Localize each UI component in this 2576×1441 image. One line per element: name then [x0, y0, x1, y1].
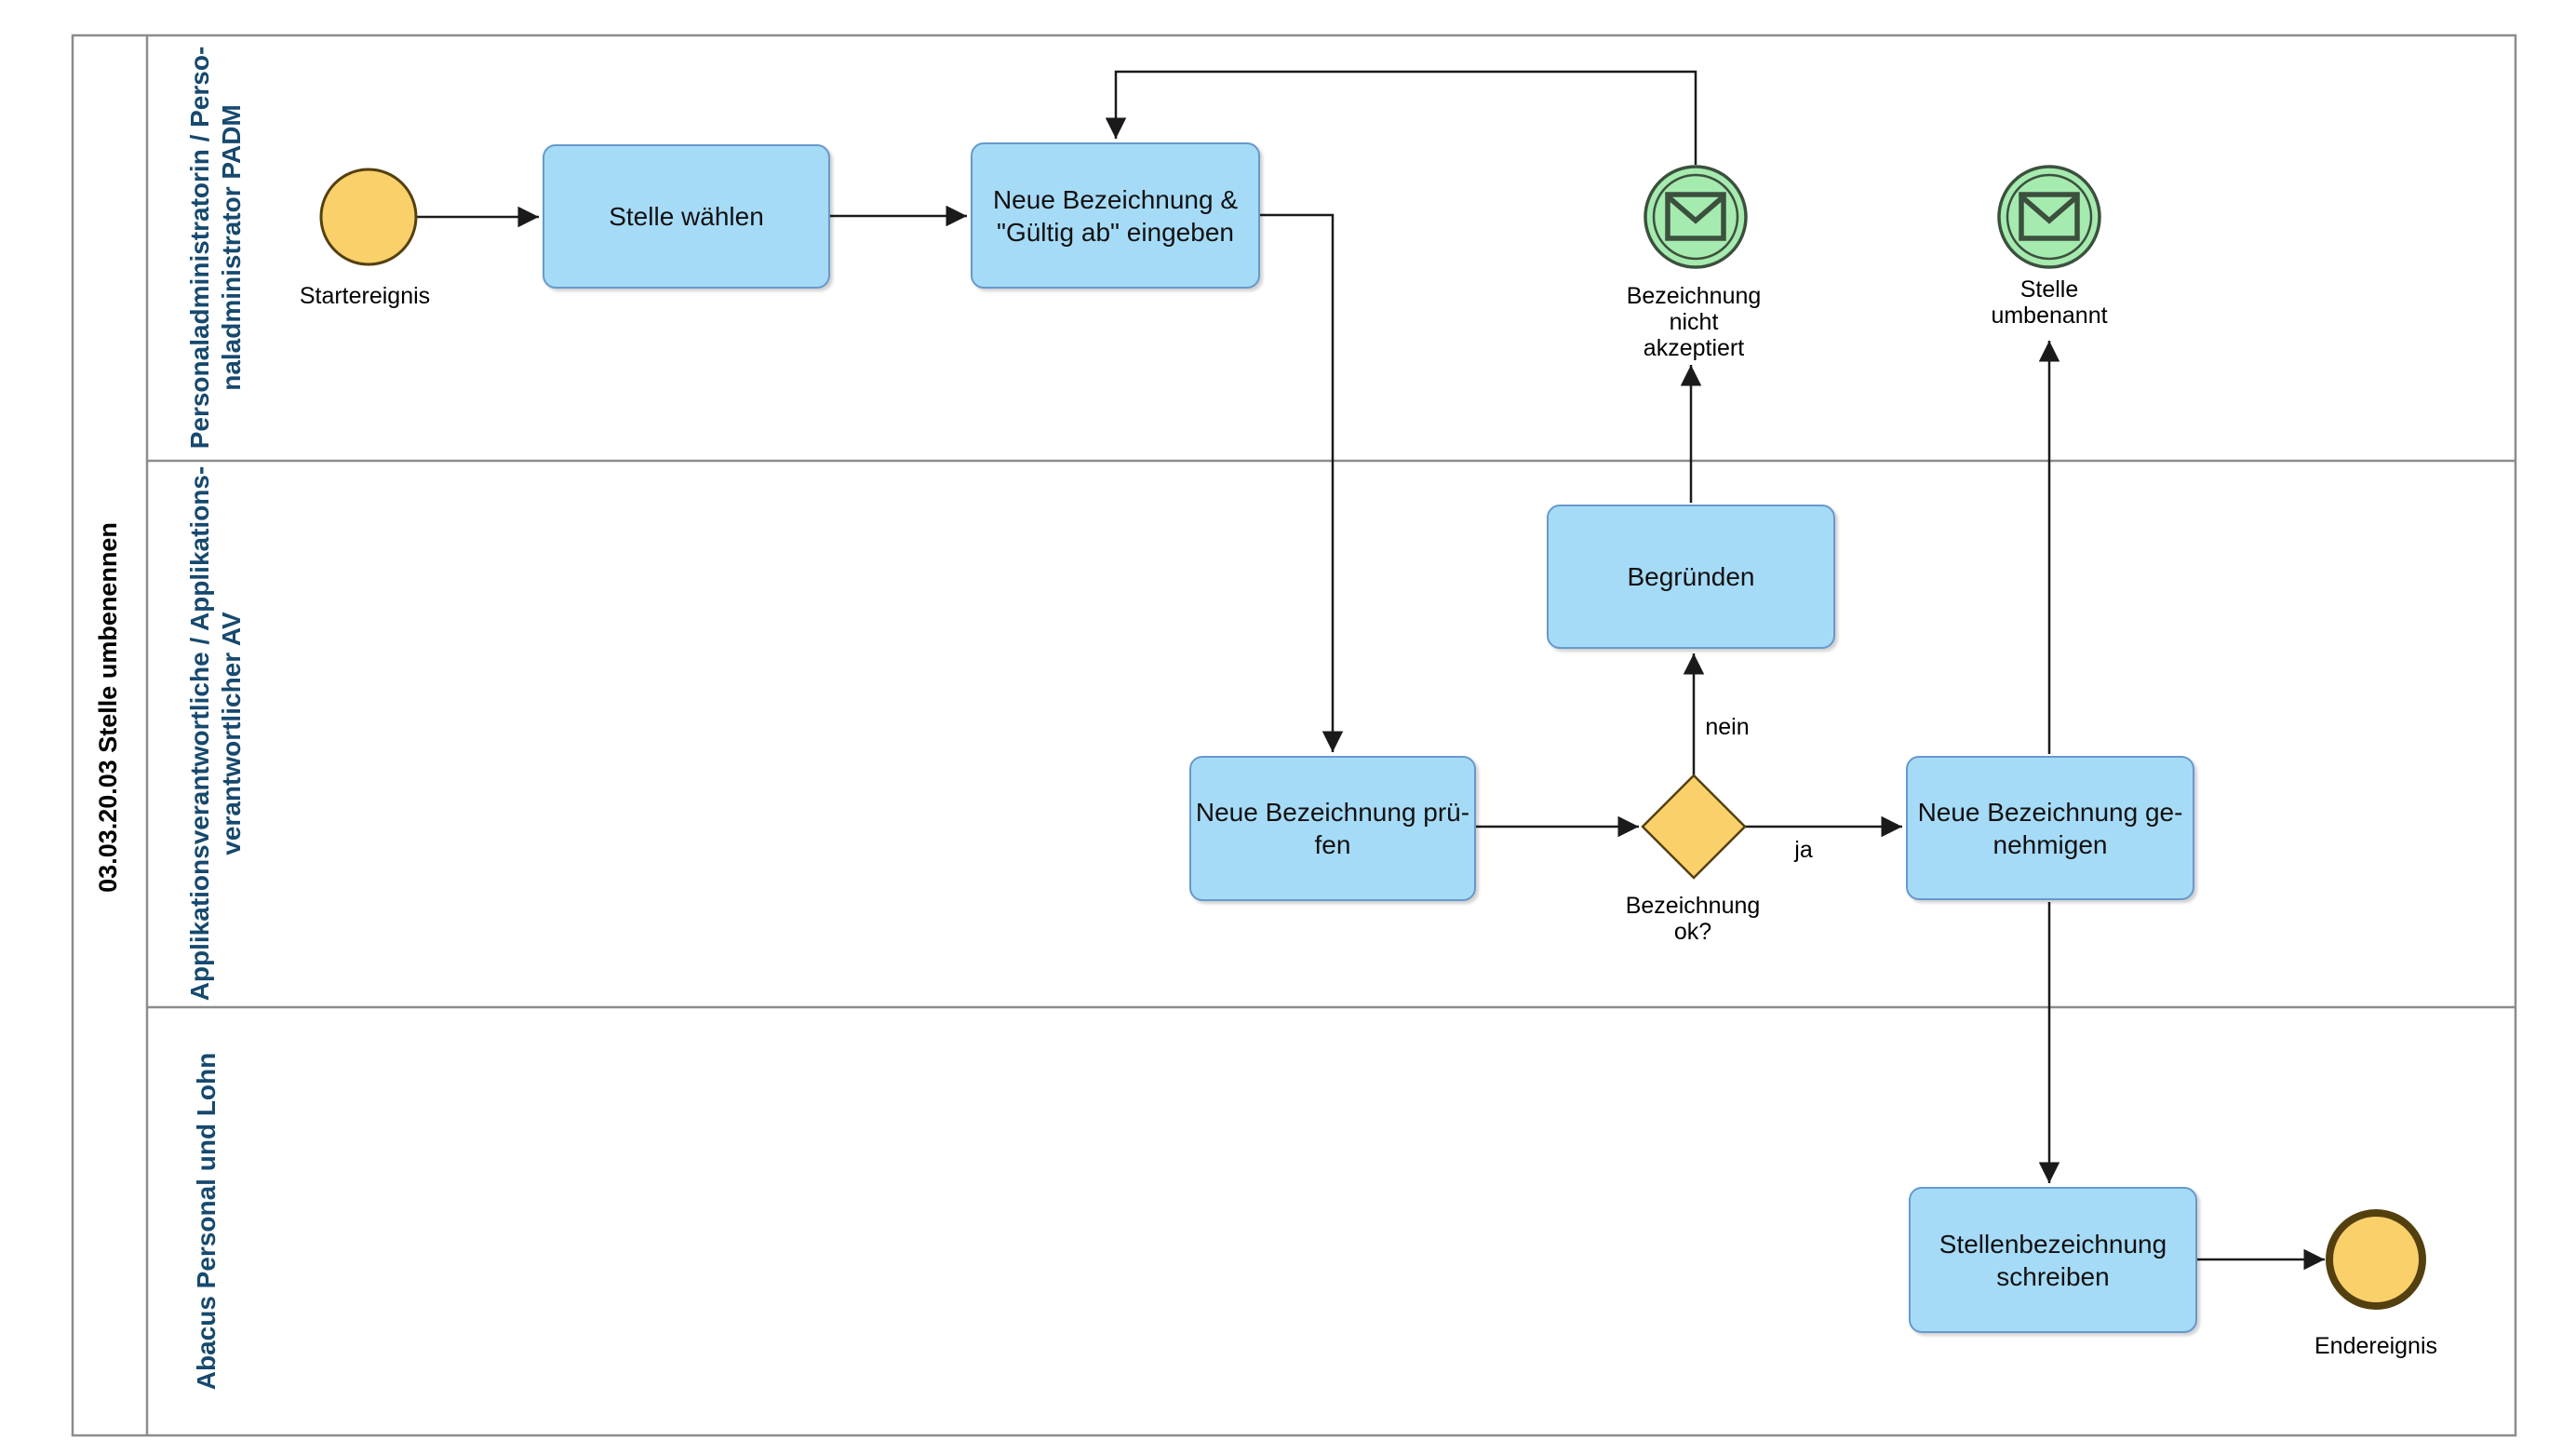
message-end-event-stelle-umbenannt	[1997, 165, 2101, 269]
task-neue-bezeichnung-genehmigen: Neue Bezeichnung ge- nehmigen	[1906, 756, 2194, 900]
event-label-stelle-umbenannt: Stelle umbenannt	[1991, 276, 2108, 329]
task-neue-bezeichnung-pruefen: Neue Bezeichnung prü- fen	[1189, 756, 1476, 901]
start-event-circle	[319, 168, 418, 266]
lane-label-abacus: Abacus Personal und Lohn	[192, 1052, 221, 1391]
lane-label-applikationsverantwortlicher: Applikationsverantwortliche / Applikatio…	[185, 465, 246, 1002]
pool-title: 03.03.20.03 Stelle umbenennen	[94, 522, 122, 893]
end-event-circle	[2326, 1209, 2426, 1310]
task-stelle-waehlen: Stelle wählen	[543, 144, 830, 289]
envelope-flap	[1666, 194, 1725, 224]
task-begruenden: Begründen	[1547, 505, 1835, 649]
envelope-flap	[2019, 194, 2079, 224]
gateway-bezeichnung-ok	[1641, 774, 1747, 880]
gateway-label: Bezeichnung ok?	[1625, 893, 1761, 945]
start-event-label: Startereignis	[299, 283, 431, 309]
task-neue-bezeichnung-eingeben: Neue Bezeichnung & "Gültig ab" eingeben	[971, 142, 1260, 289]
task-stellenbezeichnung-schreiben: Stellenbezeichnung schreiben	[1909, 1187, 2197, 1333]
event-label-bezeichnung-nicht-akzeptiert: Bezeichnung nicht akzeptiert	[1626, 283, 1762, 361]
end-event-label: Endereignis	[2314, 1333, 2438, 1359]
event-inner-circle	[1652, 173, 1739, 261]
envelope-icon	[1665, 192, 1726, 241]
flow-label-ja: ja	[1794, 837, 1813, 863]
flow-nicht-akzeptiert-back-to-eingeben	[1105, 70, 1697, 165]
flow-label-nein: nein	[1705, 714, 1750, 740]
lane-label-personaladministrator: Personaladministratorin / Perso- naladmi…	[185, 46, 246, 450]
message-end-event-bezeichnung-nicht-akzeptiert	[1644, 165, 1748, 269]
flow-eingeben-to-pruefen	[1260, 213, 1344, 752]
event-inner-circle	[2006, 173, 2093, 261]
